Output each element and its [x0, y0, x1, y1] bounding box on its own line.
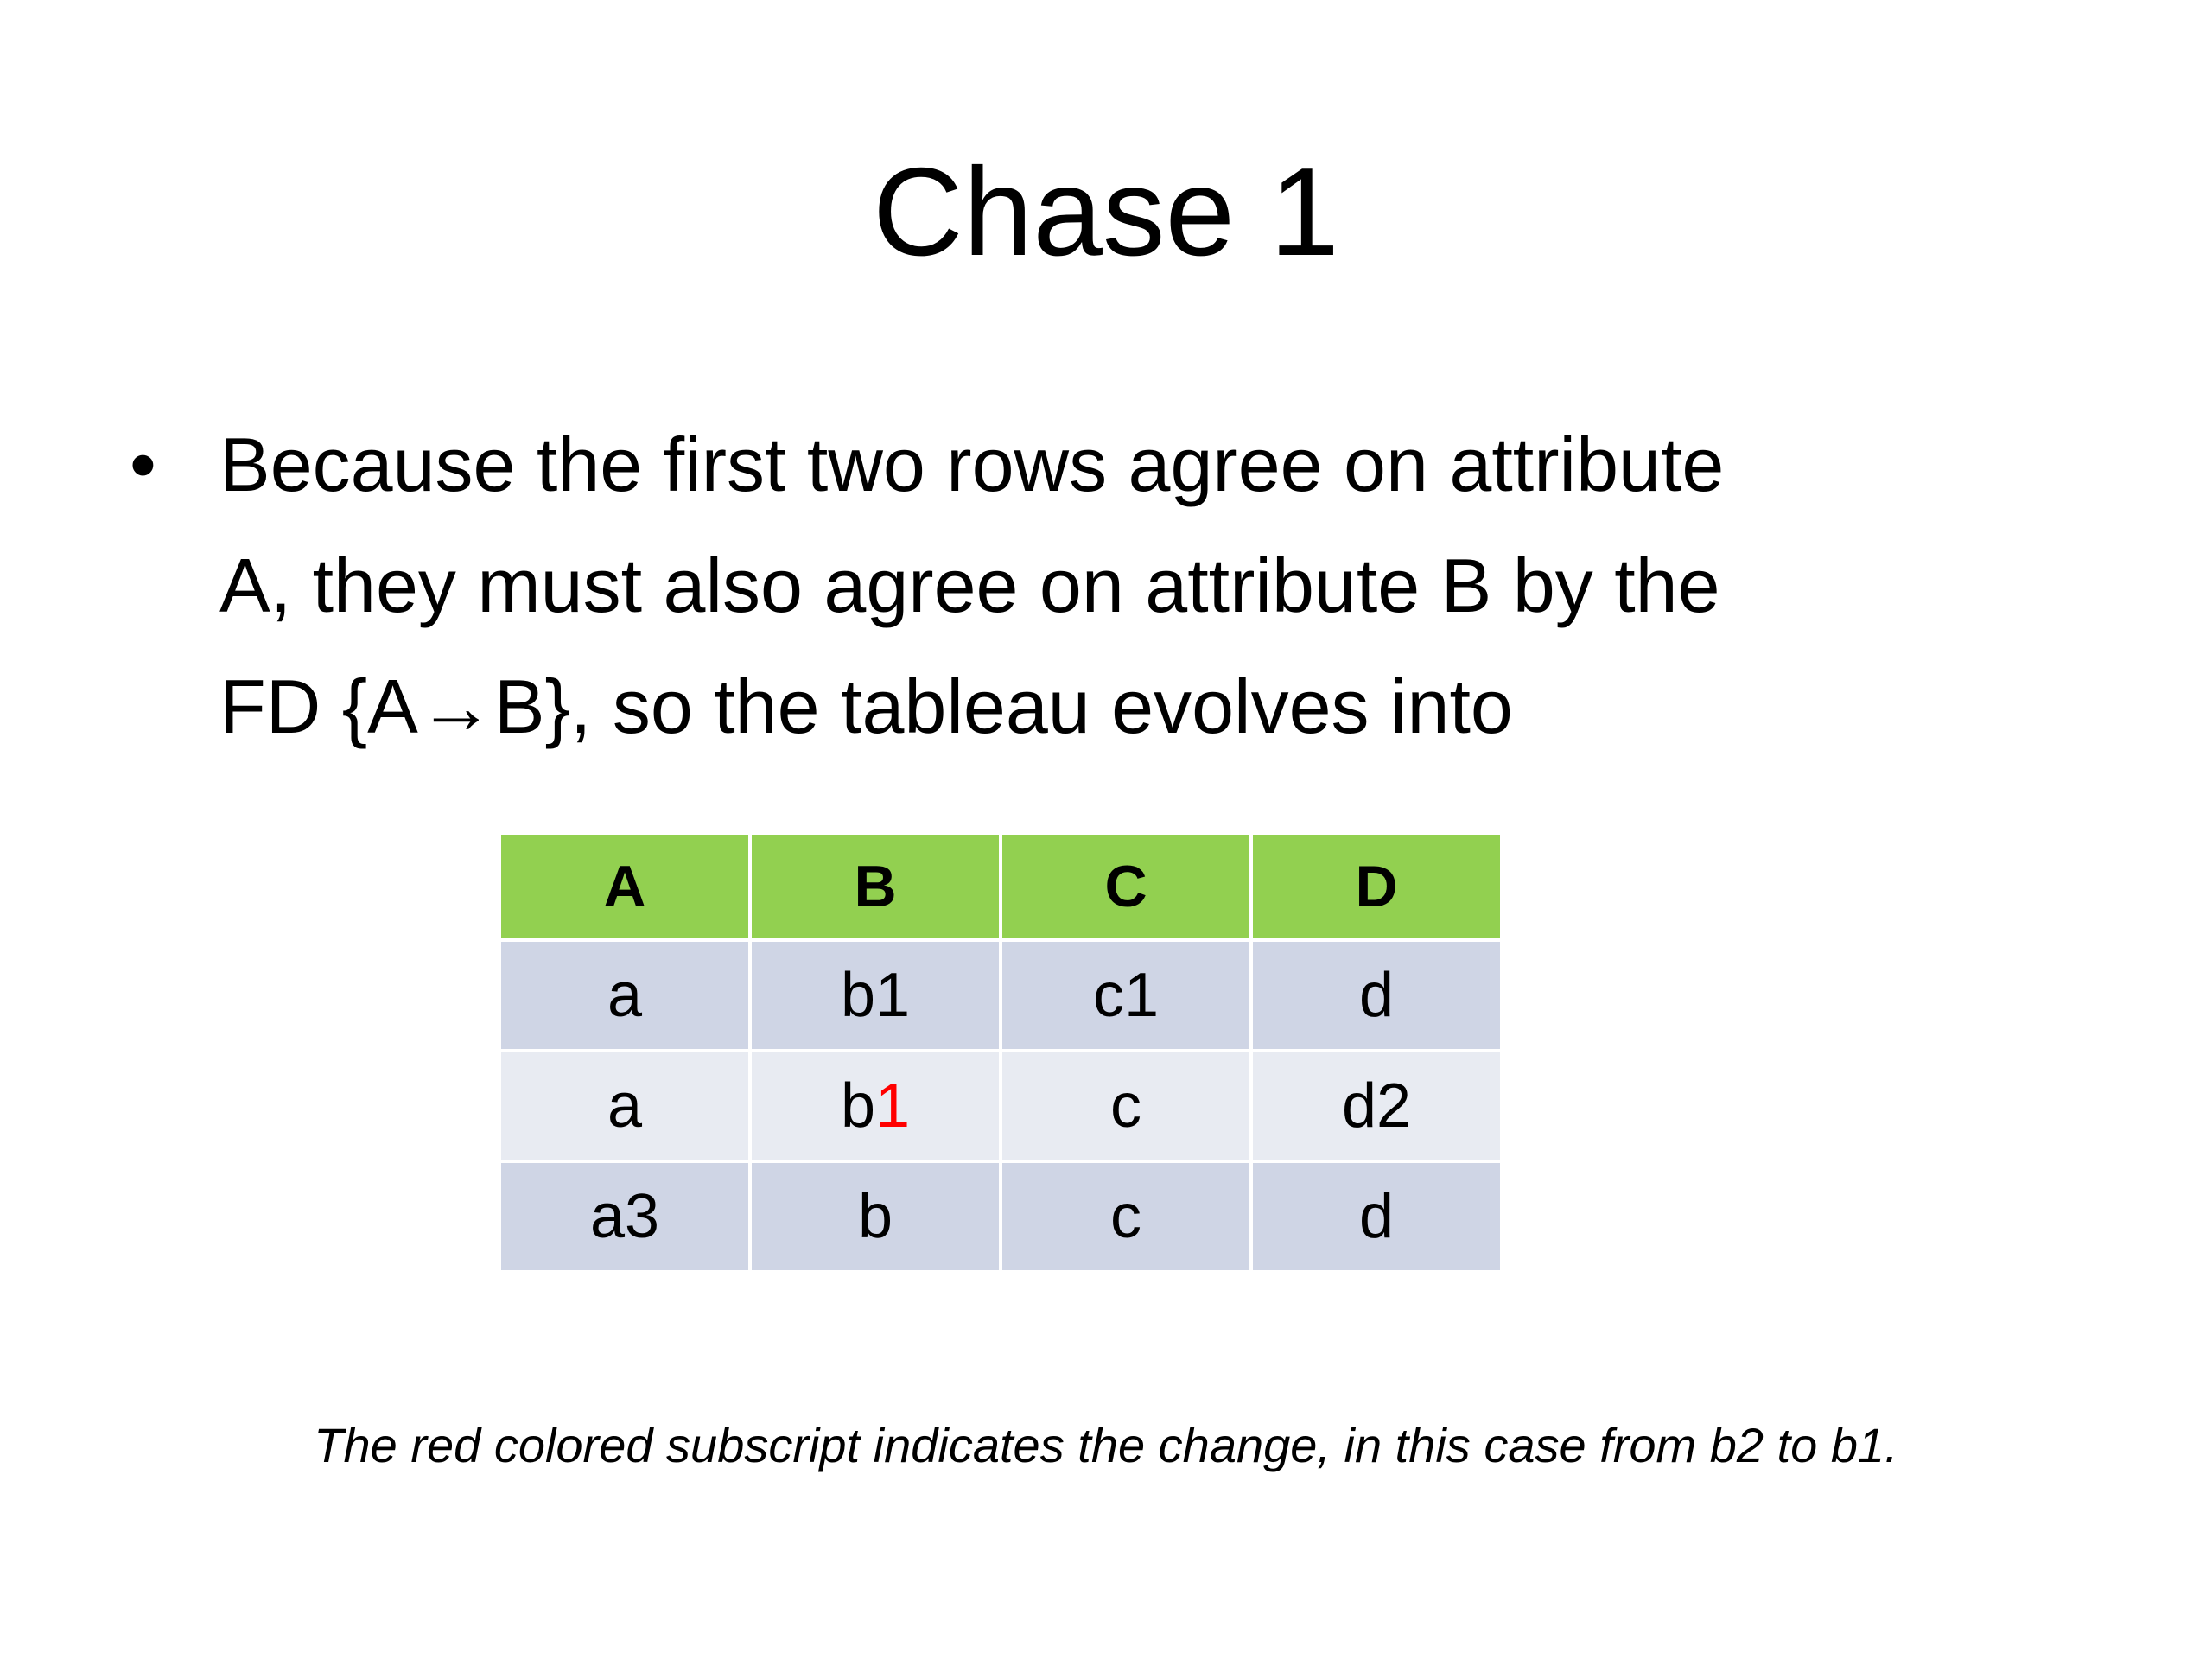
- column-header-c: C: [1002, 835, 1249, 938]
- table-cell: c: [1002, 1163, 1249, 1270]
- bullet-line: A, they must also agree on attribute B b…: [219, 543, 1720, 628]
- bullet-item: • Because the first two rows agree on at…: [130, 404, 2117, 767]
- table-cell: d: [1253, 1163, 1500, 1270]
- bullet-line: Because the first two rows agree on attr…: [219, 422, 1725, 507]
- cell-base-text: b: [840, 1071, 875, 1141]
- bullet-marker: •: [130, 422, 156, 507]
- table-cell: d: [1253, 942, 1500, 1049]
- footnote: The red colored subscript indicates the …: [314, 1418, 1898, 1472]
- changed-table-cell: b1: [752, 1052, 999, 1160]
- slide-title: Chase 1: [872, 142, 1340, 282]
- table-cell: c1: [1002, 942, 1249, 1049]
- table-cell: a3: [501, 1163, 748, 1270]
- table-cell: c: [1002, 1052, 1249, 1160]
- table-cell: d2: [1253, 1052, 1500, 1160]
- table-row: a3 b c d: [501, 1163, 1500, 1270]
- bullet-text: Because the first two rows agree on attr…: [219, 404, 2117, 767]
- tableau-table: A B C D a b1 c1 d a b1 c d2 a3 b c: [498, 831, 1503, 1274]
- table-row: a b1 c d2: [501, 1052, 1500, 1160]
- table-cell: b: [752, 1163, 999, 1270]
- table-cell: a: [501, 942, 748, 1049]
- column-header-a: A: [501, 835, 748, 938]
- bullet-line: FD {A→B}, so the tableau evolves into: [219, 664, 1513, 749]
- column-header-b: B: [752, 835, 999, 938]
- column-header-d: D: [1253, 835, 1500, 938]
- changed-subscript: 1: [875, 1071, 911, 1141]
- table-cell: b1: [752, 942, 999, 1049]
- table-cell: a: [501, 1052, 748, 1160]
- table-header-row: A B C D: [501, 835, 1500, 938]
- table-row: a b1 c1 d: [501, 942, 1500, 1049]
